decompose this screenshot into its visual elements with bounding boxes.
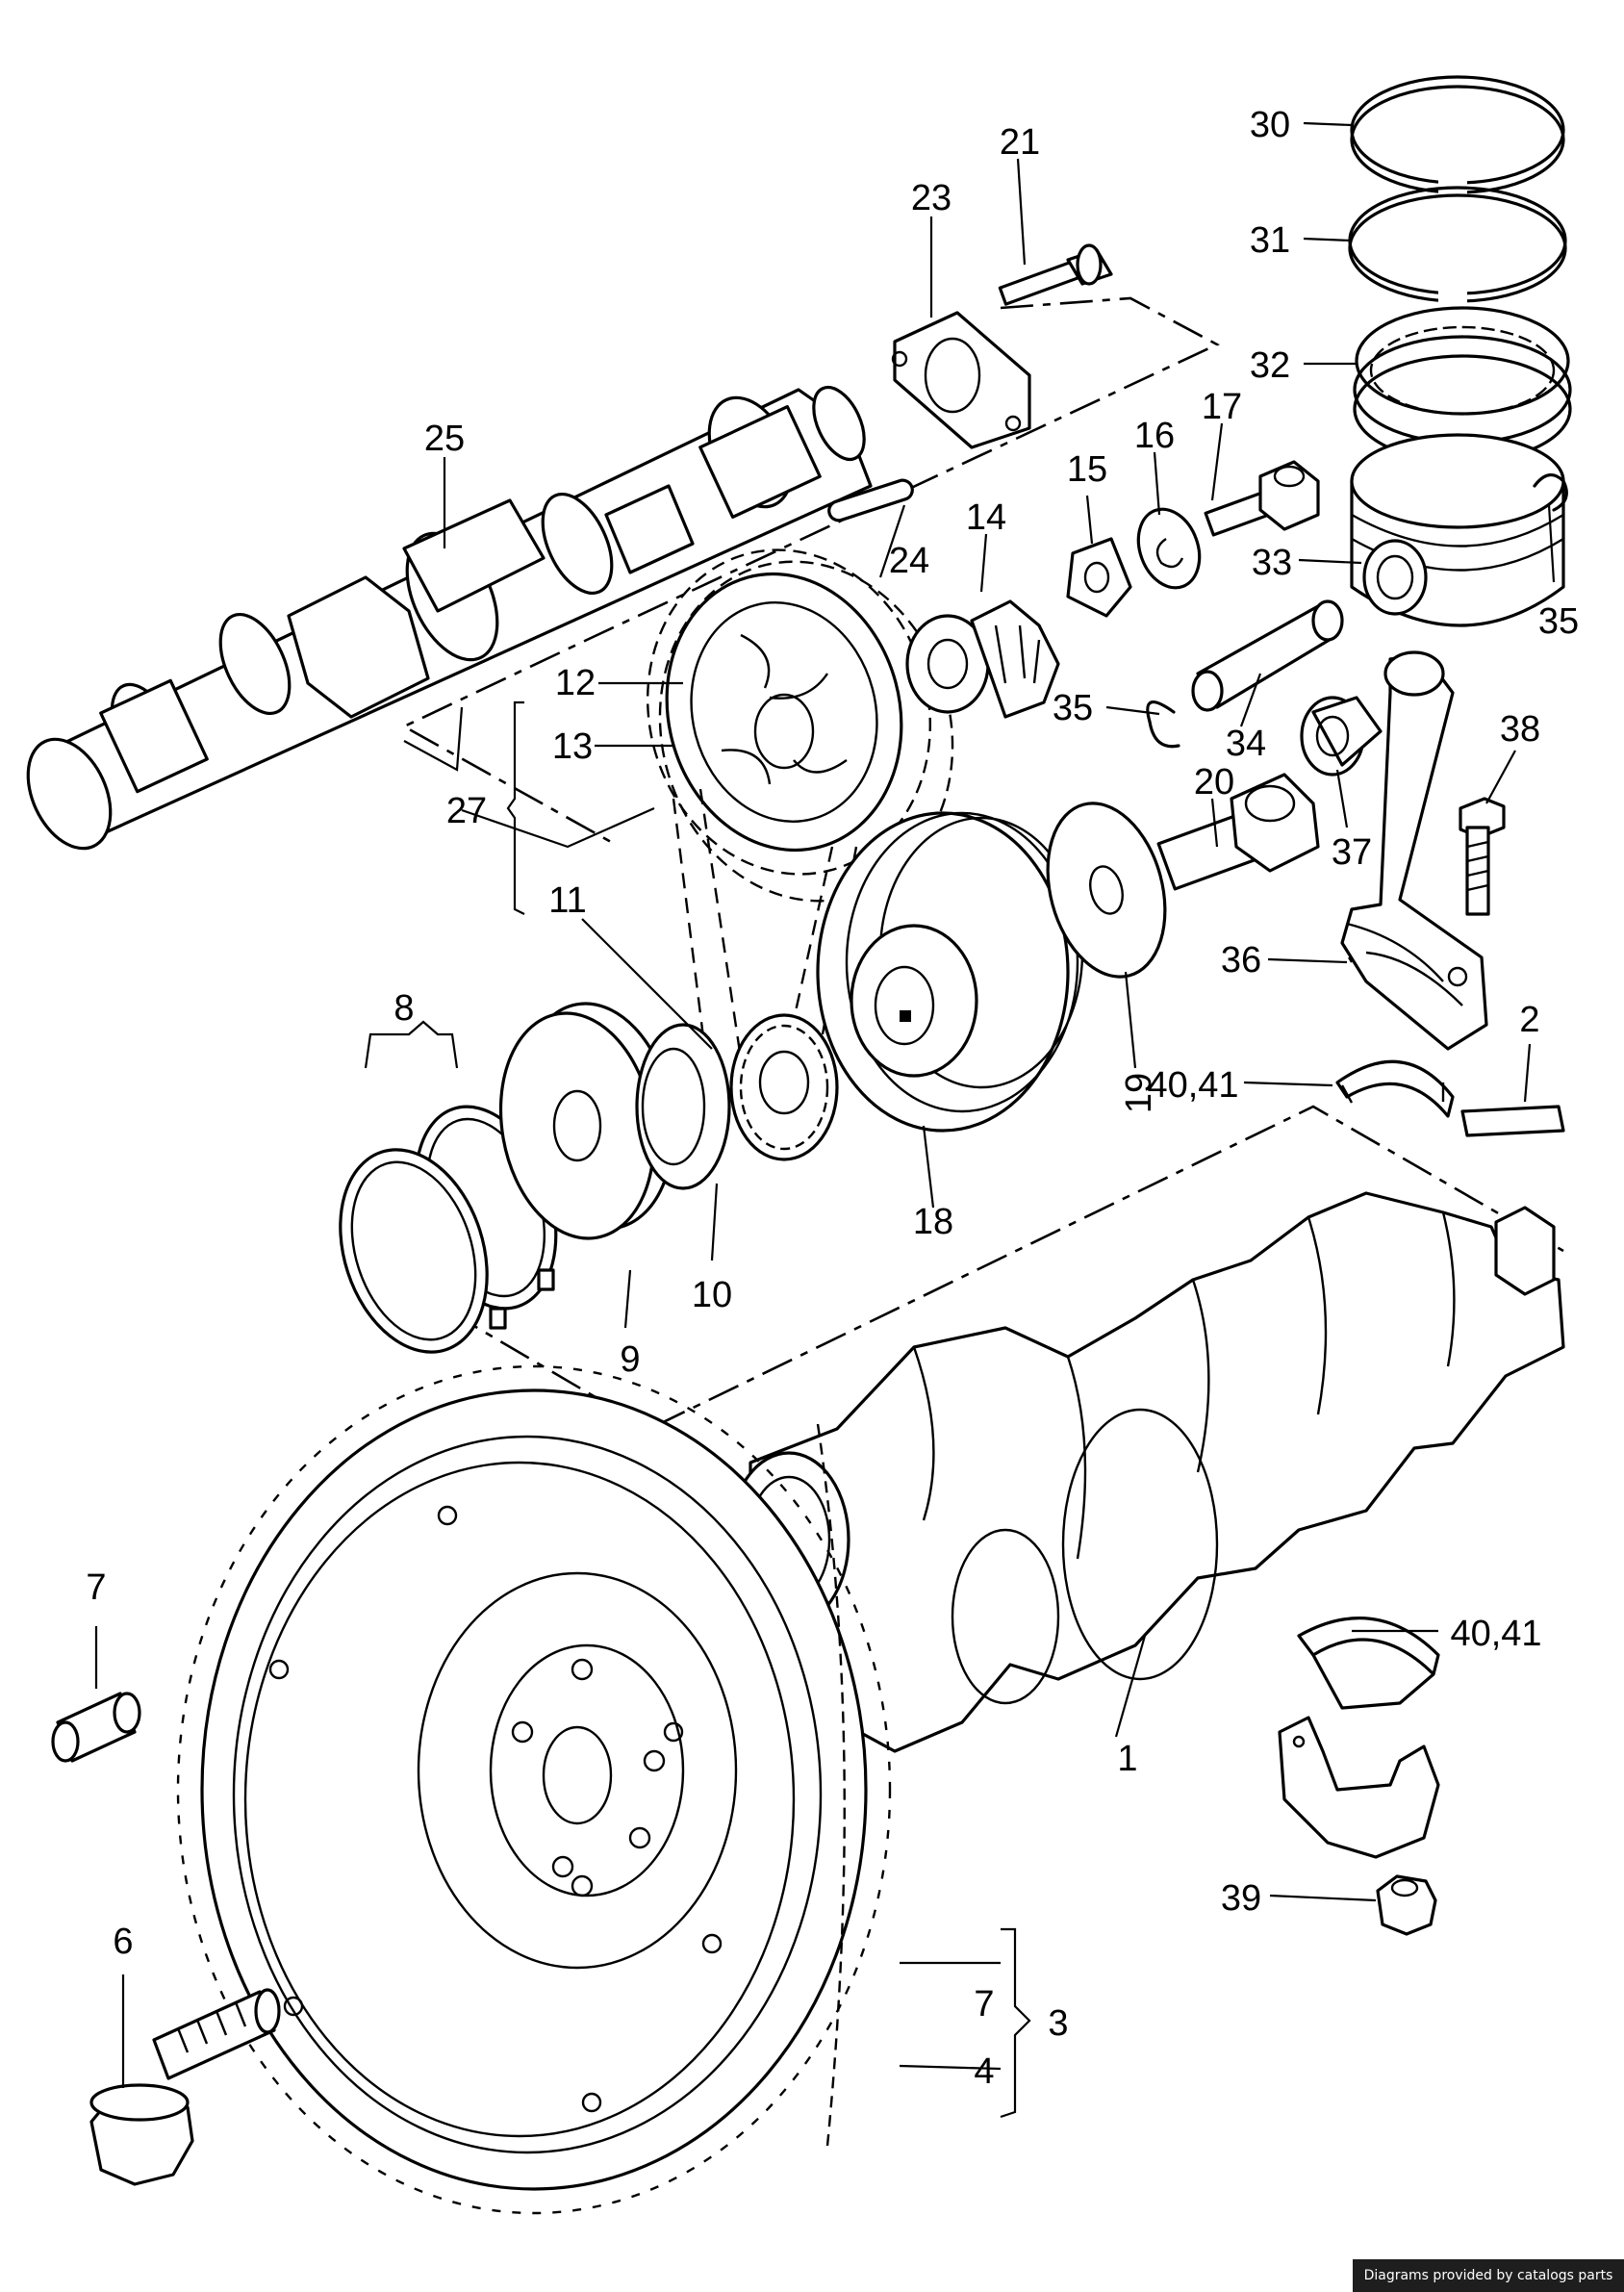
callout-8: 8	[393, 988, 414, 1029]
callout-40-41-lower: 40,41	[1450, 1614, 1541, 1654]
callout-17: 17	[1202, 387, 1242, 427]
bearing-cap[interactable]	[1278, 1716, 1440, 1859]
spacer-ring[interactable]	[484, 991, 691, 1251]
callout-32: 32	[1250, 345, 1290, 386]
callout-6: 6	[113, 1922, 133, 1962]
thrust-ring[interactable]	[635, 1023, 731, 1190]
callout-11: 11	[548, 880, 586, 921]
piston-ring-30[interactable]	[1350, 75, 1565, 197]
callout-16: 16	[1134, 416, 1175, 456]
camshaft[interactable]	[12, 379, 875, 861]
brackets	[364, 700, 1031, 2119]
crankshaft-pulley[interactable]	[816, 811, 1084, 1133]
callout-13: 13	[552, 726, 593, 767]
callout-10: 10	[692, 1275, 732, 1315]
callout-36: 36	[1221, 940, 1261, 980]
credit-banner: Diagrams provided by catalogs parts	[1353, 2259, 1624, 2292]
nut-39[interactable]	[1376, 1874, 1437, 1936]
callout-25: 25	[424, 419, 465, 459]
callout-23: 23	[911, 178, 952, 218]
piston[interactable]	[1350, 433, 1565, 627]
callout-30: 30	[1250, 105, 1290, 145]
dowel-pin[interactable]	[51, 1692, 141, 1763]
woodruff-key[interactable]	[826, 478, 915, 523]
callout-40-41-upper: 40,41	[1147, 1065, 1238, 1106]
small-end-bush[interactable]	[1300, 696, 1383, 777]
callout-20: 20	[1194, 762, 1234, 802]
callout-12: 12	[555, 663, 596, 703]
connecting-rod[interactable]	[1340, 650, 1488, 1051]
pulley-washer[interactable]	[1029, 790, 1183, 990]
pulley-bolt[interactable]	[1156, 773, 1320, 891]
callout-14: 14	[966, 497, 1006, 538]
eccentric-16[interactable]	[1128, 500, 1209, 596]
flywheel-bolt[interactable]	[89, 1988, 281, 2186]
callout-3: 3	[1048, 2003, 1068, 2044]
callout-9: 9	[620, 1339, 640, 1380]
callout-38: 38	[1500, 709, 1540, 750]
callout-labels: 1 2 3 4 6 7 7 8 9 10 11 12 13 14 15 16 1…	[86, 105, 1579, 2092]
conrod-bolt[interactable]	[1459, 797, 1506, 916]
callout-7-flywheel: 7	[974, 1984, 994, 2025]
piston-ring-31[interactable]	[1348, 186, 1567, 308]
camshaft-retaining-plate[interactable]	[891, 311, 1031, 449]
callout-37: 37	[1332, 832, 1372, 873]
flywheel[interactable]	[176, 1364, 892, 2215]
crankshaft-sprocket[interactable]	[729, 1013, 839, 1161]
callout-27: 27	[446, 791, 487, 831]
piston-pin[interactable]	[1191, 599, 1344, 712]
main-bearing-shell[interactable]	[1297, 1617, 1440, 1710]
callout-24: 24	[889, 541, 929, 581]
callout-15: 15	[1067, 449, 1107, 490]
callout-21: 21	[1000, 122, 1040, 163]
key-bar-2[interactable]	[1460, 1105, 1565, 1137]
leader-lines	[94, 121, 1556, 2088]
callout-4: 4	[974, 2051, 994, 2092]
conrod-bearing-shell-upper[interactable]	[1335, 1059, 1455, 1118]
callout-35-left: 35	[1053, 688, 1093, 728]
callout-39: 39	[1221, 1878, 1261, 1919]
distributor-drive-gear[interactable]	[905, 599, 1060, 719]
washer-15[interactable]	[1066, 537, 1132, 618]
callout-1: 1	[1117, 1739, 1137, 1779]
callout-33: 33	[1252, 543, 1292, 583]
circlip-35-right[interactable]	[1533, 473, 1568, 512]
crankshaft[interactable]	[727, 1191, 1565, 1753]
callout-2: 2	[1519, 1000, 1539, 1040]
callout-19: 19	[1119, 1073, 1159, 1113]
callout-7-dowel: 7	[86, 1567, 106, 1608]
callout-18: 18	[913, 1202, 953, 1242]
bolt-17[interactable]	[1204, 460, 1320, 537]
callout-31: 31	[1250, 220, 1290, 261]
bolt-21[interactable]	[998, 243, 1113, 306]
camshaft-sprocket[interactable]	[637, 548, 932, 877]
callout-34: 34	[1226, 724, 1266, 764]
circlip-35-left[interactable]	[1146, 700, 1180, 749]
callout-35-right: 35	[1538, 601, 1579, 642]
